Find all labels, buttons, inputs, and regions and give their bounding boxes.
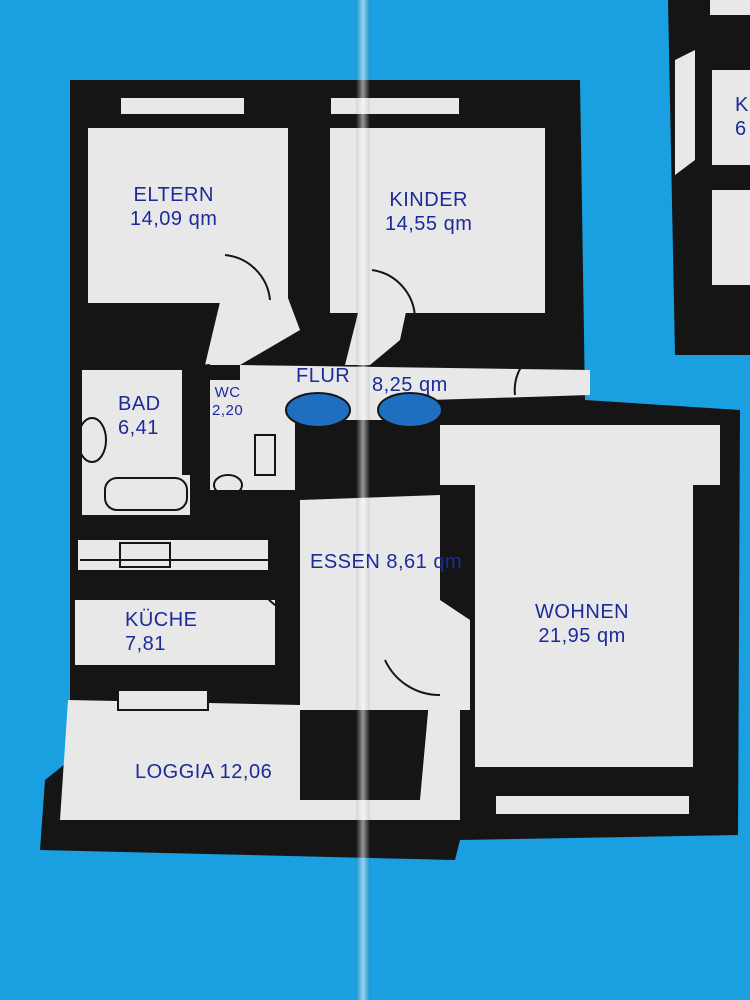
room-label-kueche: KÜCHE 7,81 [125, 609, 198, 655]
kinder-window [329, 96, 461, 116]
room-label-wc: WC 2,20 [212, 384, 244, 419]
room-label-essen: ESSEN 8,61 qm [310, 551, 463, 573]
wc-sink [254, 434, 276, 476]
punch-holes [285, 392, 443, 428]
wc-floor [210, 380, 295, 490]
room-label-loggia: LOGGIA 12,06 [135, 761, 273, 783]
paper-fold-line [356, 0, 370, 1000]
neighbor-unit [668, 0, 750, 355]
bathtub [104, 477, 188, 511]
room-label-flur-area: 8,25 qm [372, 374, 448, 396]
wohnen-floor [475, 482, 693, 767]
loggia-floor [60, 690, 460, 820]
neighbor-label: K 6 [735, 94, 749, 140]
kitchen-sink [119, 542, 171, 568]
room-label-wohnen: WOHNEN 21,95 qm [535, 601, 630, 647]
room-label-flur-name: FLUR [296, 365, 351, 387]
essen-floor [300, 495, 470, 710]
room-label-bad: BAD 6,41 [118, 393, 161, 439]
eltern-window [119, 96, 246, 116]
toilet [213, 474, 243, 496]
kueche-floor [75, 600, 275, 665]
washbasin [77, 417, 107, 463]
room-label-eltern: ELTERN 14,09 qm [130, 184, 218, 230]
room-label-kinder: KINDER 14,55 qm [385, 189, 473, 235]
loggia-window [117, 689, 209, 711]
wohnen-window [494, 794, 691, 816]
